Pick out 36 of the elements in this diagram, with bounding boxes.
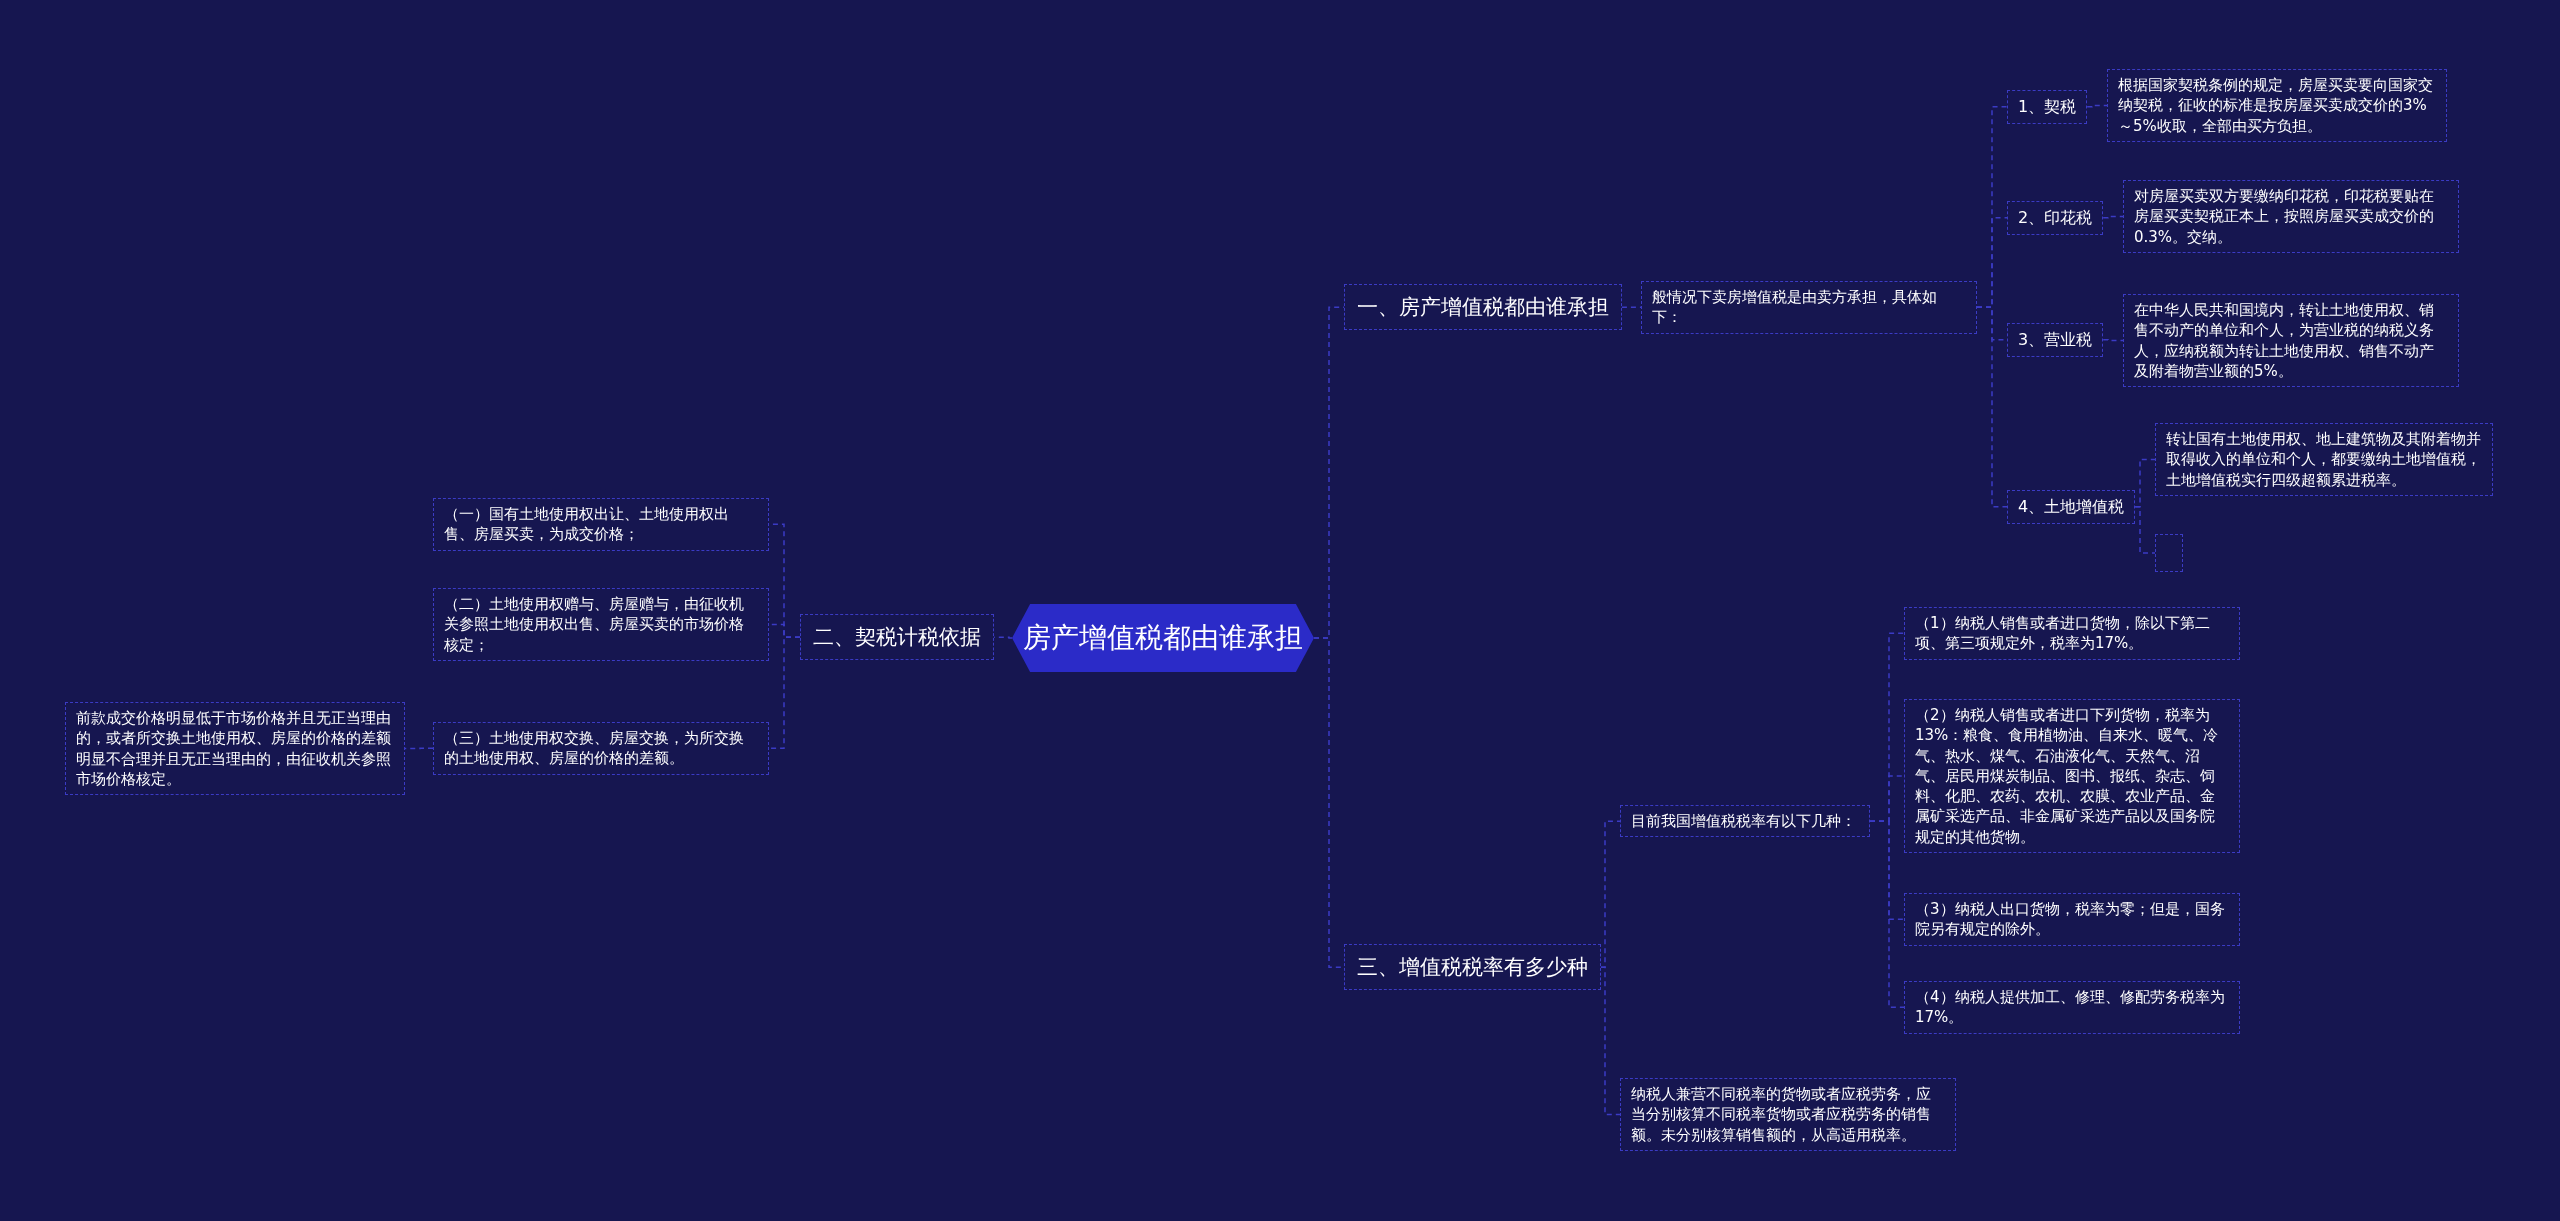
topic-box: 4、土地增值税	[2007, 490, 2136, 524]
topic-box: 般情况下卖房增值税是由卖方承担，具体如下：	[1641, 281, 1977, 334]
topic-box: （二）土地使用权赠与、房屋赠与，由征收机关参照土地使用权出售、房屋买卖的市场价格核定；	[433, 588, 769, 661]
connector-line	[2134, 506, 2156, 554]
branch-topic: 三、增值税税率有多少种	[1344, 944, 1601, 991]
topic-text: 房产增值税都由谁承担	[1023, 620, 1303, 657]
connector-line	[993, 636, 1013, 639]
topic-box: 纳税人兼营不同税率的货物或者应税劳务，应当分别核算不同税率货物或者应税劳务的销售额。未分别核算销售额的，从高适用税率。	[1620, 1078, 1956, 1151]
topic-box: 转让国有土地使用权、地上建筑物及其附着物并取得收入的单位和个人，都要缴纳土地增值税，土地增值税实行四级超额累进税率。	[2155, 423, 2493, 496]
central-topic-hexagon	[1012, 604, 1314, 672]
topic-box: （一）国有土地使用权出让、土地使用权出售、房屋买卖，为成交价格；	[433, 498, 769, 551]
topic-box: （4）纳税人提供加工、修理、修配劳务税率为17%。	[1904, 981, 2240, 1034]
connector-line	[404, 747, 434, 750]
topic-box: （1）纳税人销售或者进口货物，除以下第二项、第三项规定外，税率为17%。	[1904, 607, 2240, 660]
topic-box: 前款成交价格明显低于市场价格并且无正当理由的，或者所交换土地使用权、房屋的价格的差额明显不合理并且无正当理由的，由征收机关参照市场价格核定。	[65, 702, 405, 795]
connector-line	[2102, 215, 2124, 219]
connector-line	[768, 636, 801, 749]
topic-box: （三）土地使用权交换、房屋交换，为所交换的土地使用权、房屋的价格的差额。	[433, 722, 769, 775]
connector-line	[2086, 104, 2108, 108]
topic-box: 2、印花税	[2007, 201, 2104, 235]
connector-line	[1869, 820, 1905, 1008]
branch-topic: 二、契税计税依据	[800, 614, 994, 661]
connector-line	[1621, 306, 1642, 308]
topic-box: 1、契税	[2007, 90, 2088, 124]
branch-topic: 一、房产增值税都由谁承担	[1344, 284, 1622, 331]
topic-box: （3）纳税人出口货物，税率为零；但是，国务院另有规定的除外。	[1904, 893, 2240, 946]
empty-box	[2155, 534, 2183, 572]
topic-box: 在中华人民共和国境内，转让土地使用权、销售不动产的单位和个人，为营业税的纳税义务人，应纳税额为转让土地使用权、销售不动产及附着物营业额的5%。	[2123, 294, 2459, 387]
connector-line	[2102, 339, 2124, 342]
connector-line	[1976, 306, 2008, 508]
topic-box: 目前我国增值税税率有以下几种：	[1620, 805, 1870, 838]
topic-box: 3、营业税	[2007, 323, 2104, 357]
topic-box: 根据国家契税条例的规定，房屋买卖要向国家交纳契税，征收的标准是按房屋买卖成交价的3%～5%收取，全部由买方负担。	[2107, 69, 2447, 142]
topic-box: （2）纳税人销售或者进口下列货物，税率为13%：粮食、食用植物油、自来水、暖气、冷气、热水、煤气、石油液化气、天然气、沼气、居民用煤炭制品、图书、报纸、杂志、饲料、化肥、农药、农机、农膜、农业产品、金属矿采选产品、非金属矿采选产品以及国务院规定的其他货物。	[1904, 699, 2240, 853]
connector-line	[1600, 966, 1621, 1116]
topic-box: 对房屋买卖双方要缴纳印花税，印花税要贴在房屋买卖契税正本上，按照房屋买卖成交价的0.3%。交纳。	[2123, 180, 2459, 253]
